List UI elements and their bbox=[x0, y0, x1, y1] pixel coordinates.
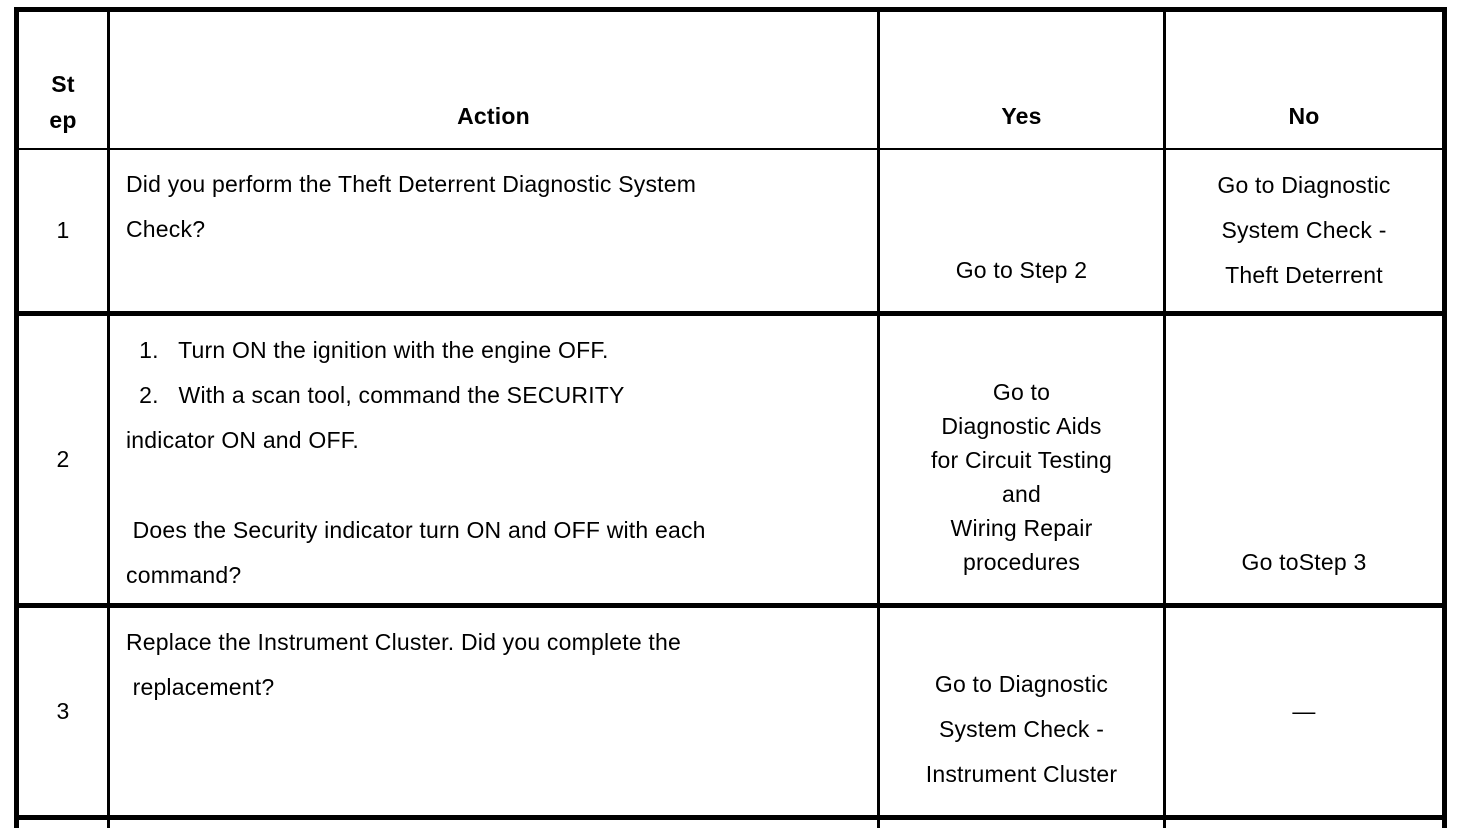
step-number: 3 bbox=[56, 698, 70, 724]
yes-cell bbox=[880, 820, 1166, 828]
header-yes-label: Yes bbox=[1001, 103, 1042, 129]
header-no-label: No bbox=[1288, 103, 1320, 129]
table-row-cutoff bbox=[19, 820, 1442, 828]
step-number-cell: 2 bbox=[19, 316, 110, 603]
header-action-label: Action bbox=[457, 103, 530, 129]
action-cell: Replace the Instrument Cluster. Did you … bbox=[110, 608, 880, 815]
action-cell: 1. Turn ON the ignition with the engine … bbox=[110, 316, 880, 603]
no-cell: — bbox=[1292, 698, 1316, 724]
step-number-cell: 3 bbox=[19, 608, 110, 815]
step-number-cell bbox=[19, 820, 110, 828]
no-cell: Go toStep 3 bbox=[1241, 549, 1367, 575]
header-cell-action: Action bbox=[110, 12, 880, 148]
step-number: 2 bbox=[56, 446, 70, 472]
step-number: 1 bbox=[56, 217, 70, 243]
step-number-cell: 1 bbox=[19, 150, 110, 311]
table-row-step-1: 1 Did you perform the Theft Deterrent Di… bbox=[19, 150, 1442, 316]
header-cell-no: No bbox=[1166, 12, 1442, 148]
table-row-step-3: 3 Replace the Instrument Cluster. Did yo… bbox=[19, 608, 1442, 820]
action-cell bbox=[110, 820, 880, 828]
yes-cell: Go to Step 2 bbox=[880, 150, 1166, 311]
header-cell-yes: Yes bbox=[880, 12, 1166, 148]
action-cell: Did you perform the Theft Deterrent Diag… bbox=[110, 150, 880, 311]
no-cell bbox=[1166, 820, 1442, 828]
table-row-step-2: 2 1. Turn ON the ignition with the engin… bbox=[19, 316, 1442, 608]
